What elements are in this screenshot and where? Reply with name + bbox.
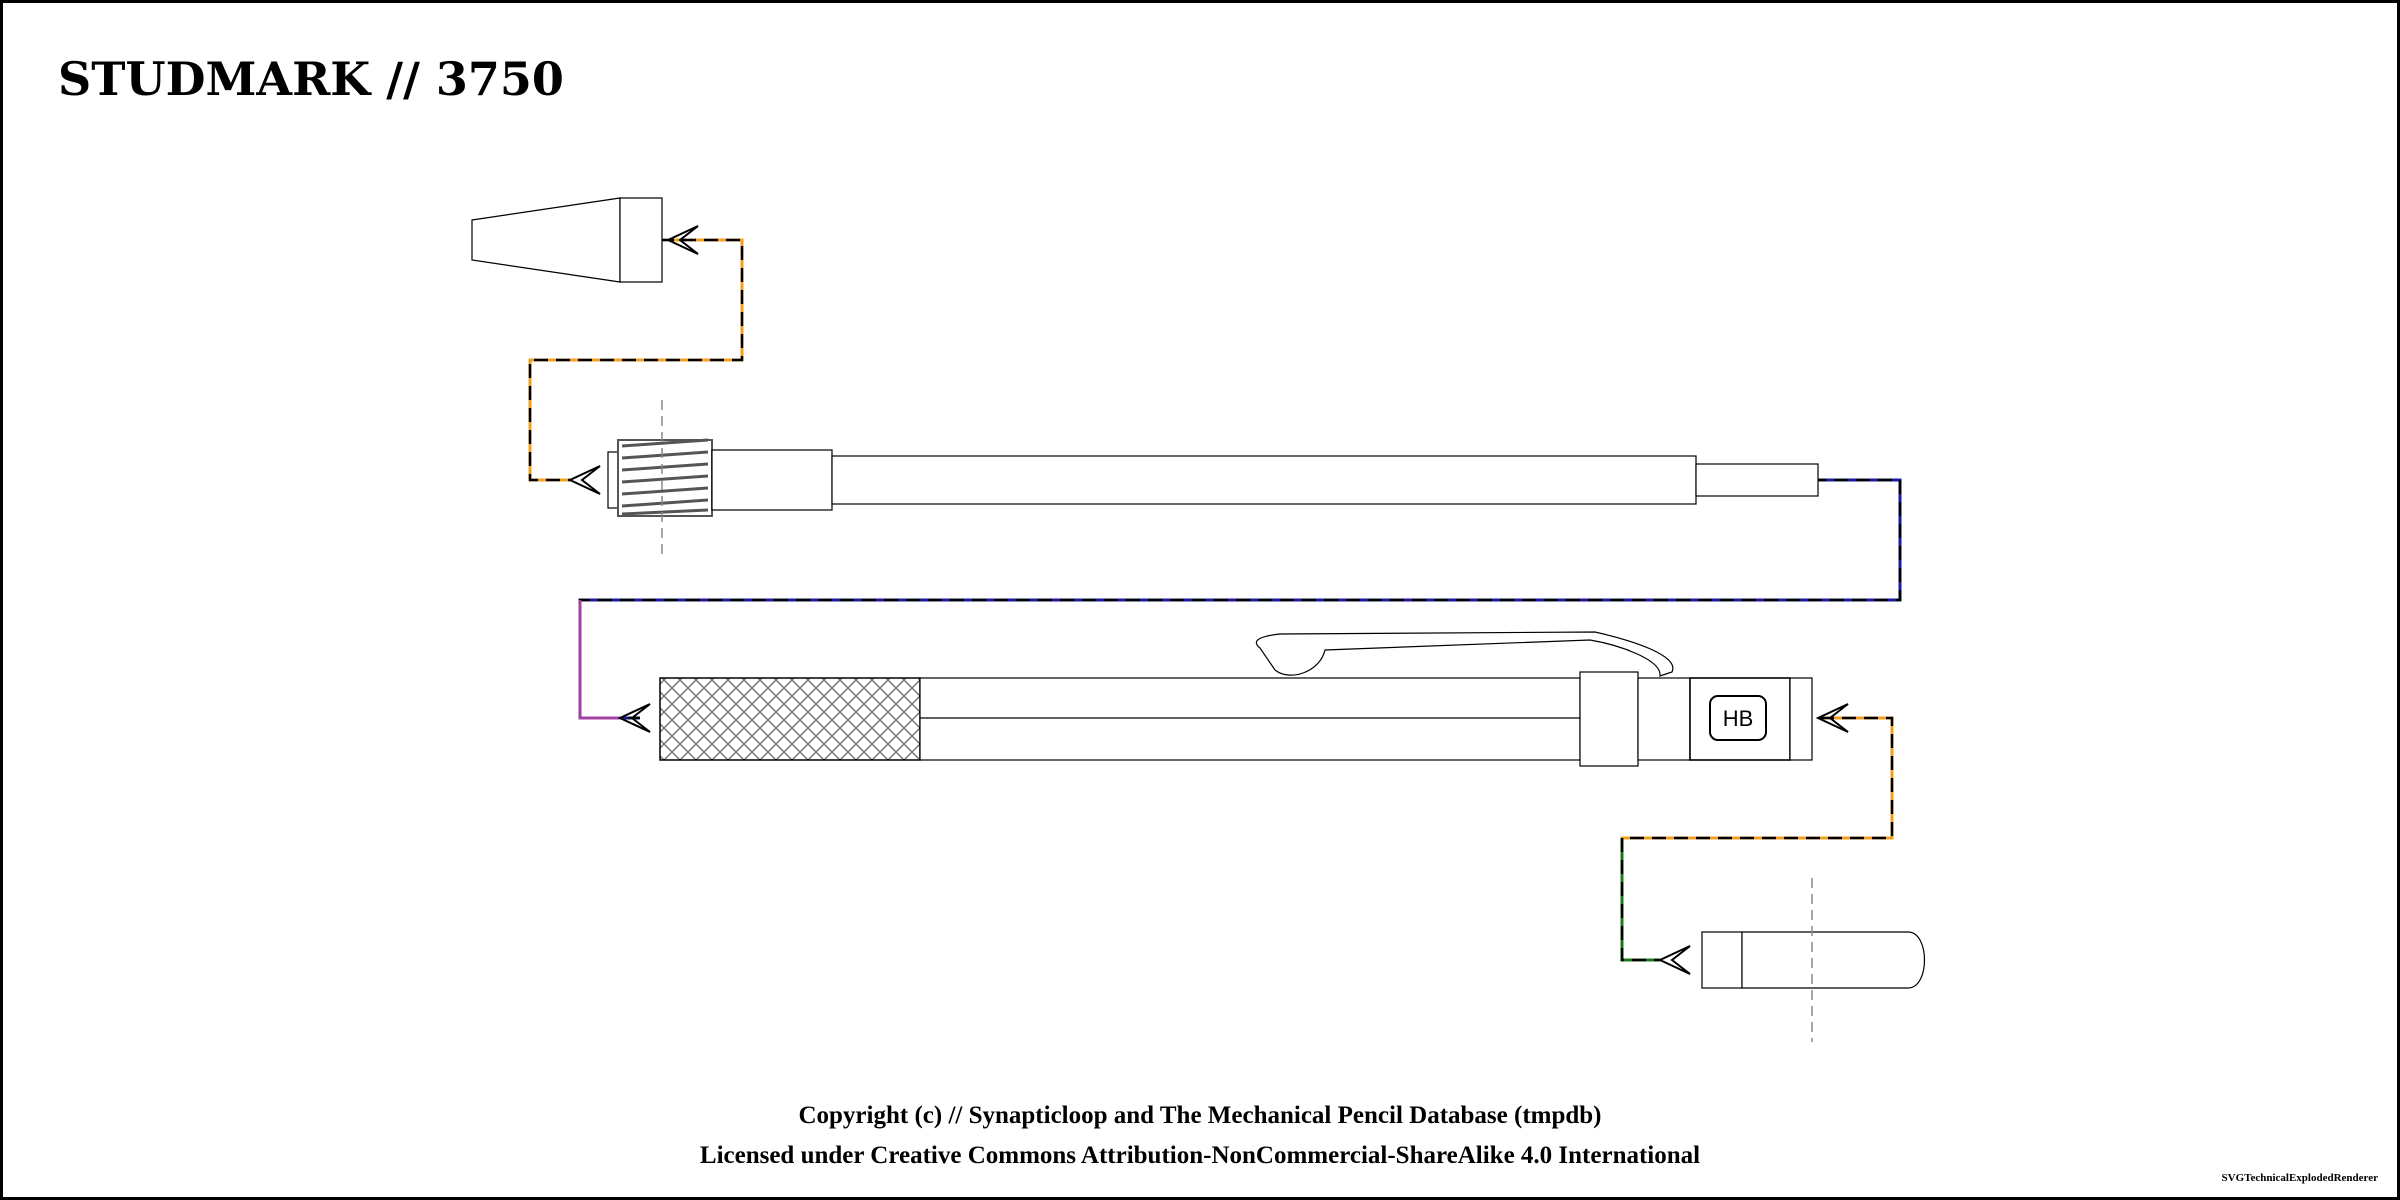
cone-tip-part [471, 197, 663, 283]
renderer-credit: SVGTechnicalExplodedRenderer [2221, 1172, 2378, 1184]
connector-body-to-eraser [1620, 716, 1894, 962]
connector-arrow [665, 225, 699, 255]
connector-arrow [617, 703, 651, 733]
license-notice: Licensed under Creative Commons Attribut… [699, 1142, 1701, 1169]
pocket-clip [1255, 631, 1674, 677]
knurled-grip [659, 677, 921, 761]
copyright-notice: Copyright (c) // Synapticloop and The Me… [798, 1102, 1602, 1129]
connector-arrow [567, 465, 601, 495]
lead-mechanism-part [607, 400, 1819, 560]
eraser-cap-part [1701, 878, 1926, 1042]
lead-grade-label: HB [1723, 706, 1754, 731]
connector-cone-to-mechanism [528, 238, 744, 482]
page-title: STUDMARK // 3750 [58, 52, 564, 106]
pencil-body-part: HB [659, 631, 1813, 767]
connector-arrow [1815, 703, 1849, 733]
connector-arrow [1657, 945, 1691, 975]
spring-windings [621, 438, 709, 516]
